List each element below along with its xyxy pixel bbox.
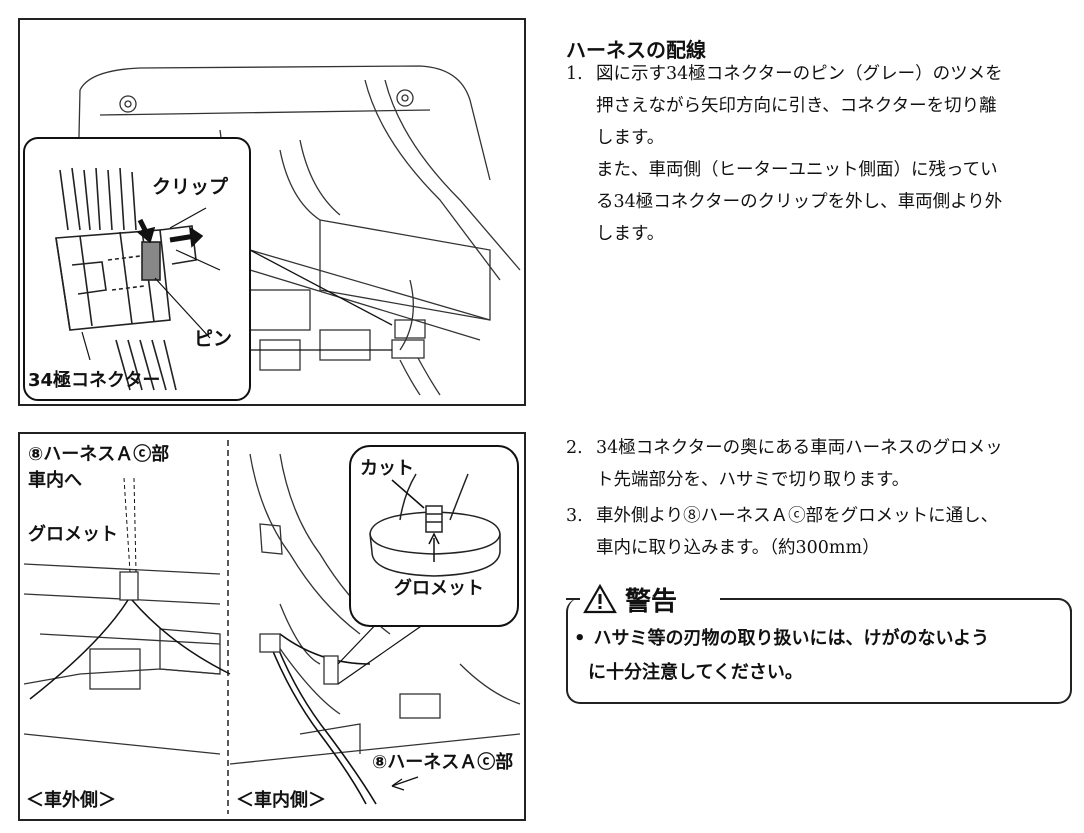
section-title: ハーネスの配線: [566, 38, 706, 62]
pin-label: ピン: [194, 328, 233, 350]
step-3: 3. 車外側より⑧ハーネスＡⓒ部をグロメットに通し、 車内に取り込みます。（約3…: [566, 500, 1066, 564]
step-number: 1.: [566, 64, 583, 84]
step-line: します。: [596, 224, 665, 244]
step-line: る34極コネクターのクリップを外し、車両側より外: [596, 192, 1003, 212]
outside-label: ＜車外側＞: [26, 790, 116, 811]
step-line: 図に示す34極コネクターのピン（グレー）のツメを: [596, 64, 1003, 84]
step-2: 2. 34極コネクターの奥にある車両ハーネスのグロメッ ト先端部分を、ハサミで切…: [566, 432, 1066, 496]
bullet-icon: •: [574, 628, 586, 649]
step-line: 34極コネクターの奥にある車両ハーネスのグロメッ: [596, 438, 1003, 458]
connector-figure: クリップ ピン 34極コネクター: [18, 18, 526, 406]
grommet-left-label: グロメット: [28, 524, 118, 545]
cut-label: カット: [360, 458, 414, 479]
step-line: 押さえながら矢印方向に引き、コネクターを切り離: [596, 96, 997, 116]
step-number: 2.: [566, 438, 583, 458]
harness-bottom-label: ⑧ハーネスＡⓒ部: [372, 752, 514, 773]
inside-label: ＜車内側＞: [236, 790, 326, 811]
grommet-right-label: グロメット: [394, 578, 484, 599]
to-cabin-label: 車内へ: [28, 470, 82, 491]
step-line: 車外側より⑧ハーネスＡⓒ部をグロメットに通し、: [596, 506, 999, 526]
harness-top-label: ⑧ハーネスＡⓒ部: [28, 444, 170, 465]
warning-box: [566, 598, 1072, 704]
step-line: また、車両側（ヒーターユニット側面）に残ってい: [596, 160, 998, 180]
warning-text: • ハサミ等の刃物の取り扱いには、けがのないよう に十分注意してください。: [574, 622, 1064, 690]
step-line: ト先端部分を、ハサミで切り取ります。: [596, 470, 910, 490]
connector-illustration: [23, 65, 521, 401]
warning-header: 警告: [583, 582, 678, 617]
clip-label: クリップ: [152, 176, 229, 198]
step-1: 1. 図に示す34極コネクターのピン（グレー）のツメを 押さえながら矢印方向に引…: [566, 58, 1066, 250]
step-line: します。: [596, 128, 665, 148]
warning-line: ハサミ等の刃物の取り扱いには、けがのないよう: [593, 628, 990, 649]
warning-triangle-icon: [583, 584, 617, 614]
warning-title: 警告: [625, 586, 678, 617]
grommet-illustration: [23, 440, 521, 814]
connector-label: 34極コネクター: [28, 370, 161, 391]
step-number: 3.: [566, 506, 583, 526]
grommet-figure: ⑧ハーネスＡⓒ部 車内へ グロメット カット グロメット ⑧ハーネスＡⓒ部 ＜車…: [18, 432, 526, 821]
warning-line: に十分注意してください。: [588, 662, 803, 683]
step-line: 車内に取り込みます。（約300mm）: [596, 538, 880, 558]
